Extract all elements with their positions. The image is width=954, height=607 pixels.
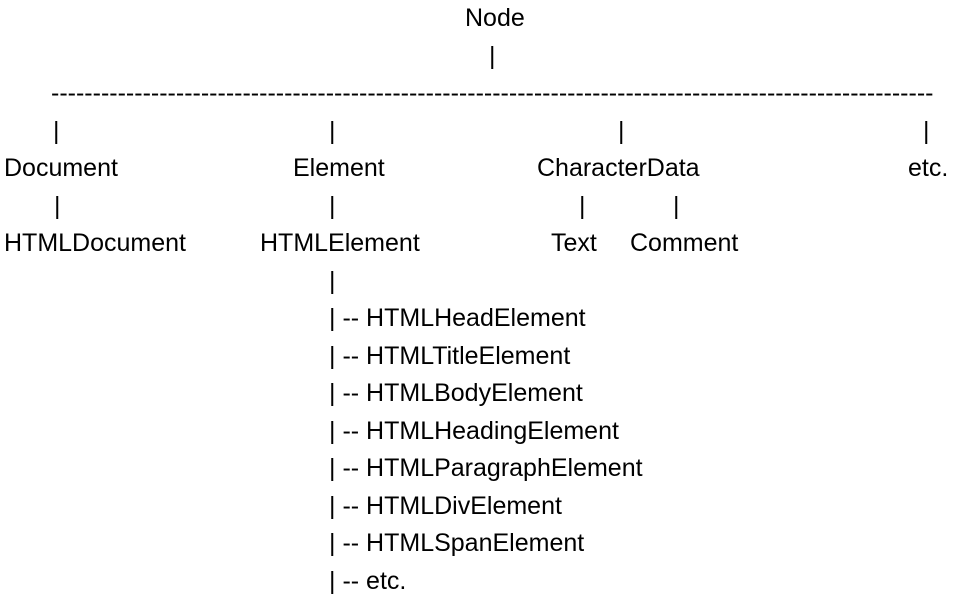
subclass-label: HTMLSpanElement (366, 529, 585, 557)
root-connector-pipe: | (489, 41, 496, 70)
tree-branch-prefix: | -- (329, 304, 367, 332)
label-characterdata: CharacterData (537, 154, 700, 182)
label-text: Text (551, 229, 597, 257)
subclass-row: | -- HTMLSpanElement (329, 525, 584, 563)
label-htmldocument: HTMLDocument (4, 229, 186, 257)
connector-document-pipe: | (53, 116, 60, 145)
subclass-label: HTMLHeadElement (366, 304, 586, 332)
connector-comment-pipe: | (673, 191, 680, 220)
label-etc: etc. (908, 154, 949, 182)
connector-subclasses-pipe: | (329, 266, 336, 295)
connector-text-pipe: | (579, 191, 586, 220)
subclass-row: | -- HTMLHeadElement (329, 300, 586, 338)
connector-htmlelement-pipe: | (329, 191, 336, 220)
root-label: Node (465, 4, 525, 32)
label-element: Element (293, 154, 385, 182)
subclass-label: etc. (366, 566, 407, 595)
subclass-label: HTMLHeadingElement (366, 416, 619, 445)
label-document: Document (4, 154, 118, 182)
label-htmlelement: HTMLElement (260, 229, 420, 257)
tree-branch-prefix: | -- (329, 529, 367, 557)
tree-branch-prefix: | -- (329, 454, 367, 482)
subclass-row: | -- HTMLDivElement (329, 488, 562, 526)
subclass-row: | -- HTMLBodyElement (329, 375, 583, 413)
connector-htmldocument-pipe: | (54, 191, 61, 220)
subclass-label: HTMLTitleElement (366, 341, 571, 370)
subclass-label: HTMLParagraphElement (366, 454, 643, 482)
subclass-row: | -- HTMLHeadingElement (329, 413, 619, 451)
subclass-row: | -- HTMLTitleElement (329, 338, 570, 376)
connector-element-pipe: | (329, 116, 336, 145)
subclass-row: | -- etc. (329, 563, 406, 601)
subclass-label: HTMLDivElement (366, 491, 562, 520)
subclass-row: | -- HTMLParagraphElement (329, 450, 643, 488)
tree-branch-prefix: | -- (329, 341, 367, 370)
tree-branch-prefix: | -- (329, 491, 367, 520)
label-comment: Comment (630, 229, 739, 257)
connector-characterdata-pipe: | (618, 116, 625, 145)
separator-line: ----------------------------------------… (51, 79, 934, 107)
tree-branch-prefix: | -- (329, 566, 367, 595)
tree-branch-prefix: | -- (329, 416, 367, 445)
subclass-label: HTMLBodyElement (366, 379, 583, 407)
tree-branch-prefix: | -- (329, 379, 367, 407)
connector-etc-pipe: | (923, 116, 930, 145)
